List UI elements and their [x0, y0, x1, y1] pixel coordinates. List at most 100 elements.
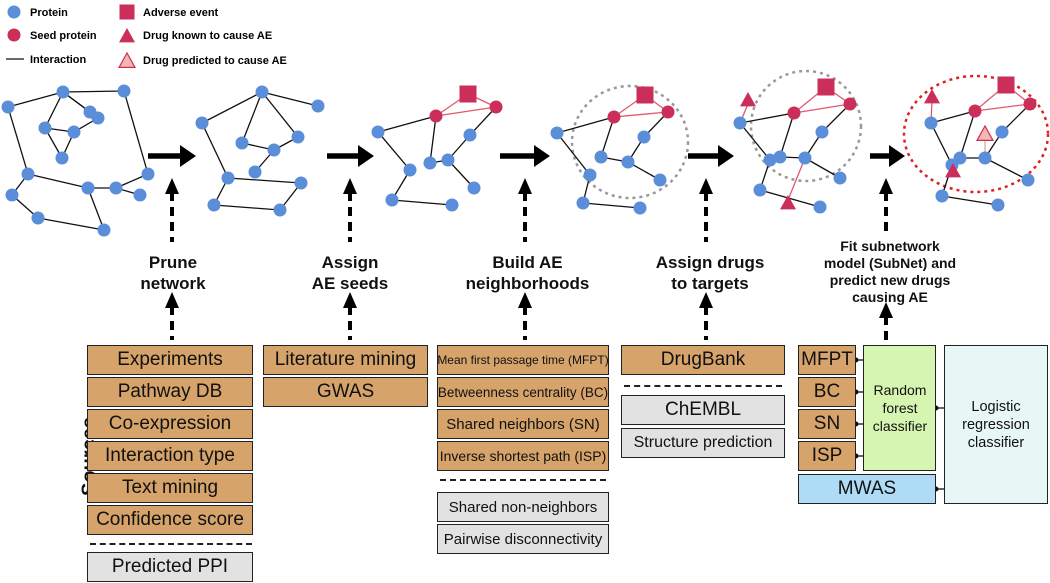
net4-edge — [582, 202, 641, 209]
net4-edge — [600, 116, 615, 158]
source-arrow-4-head — [699, 178, 713, 194]
net5-protein-node — [733, 116, 747, 130]
net5-drug-edge — [787, 157, 806, 201]
net6-edge — [959, 110, 976, 159]
net3-edge — [377, 115, 437, 133]
net3-protein-node — [385, 193, 399, 207]
legend-interaction-label: Interaction — [30, 54, 87, 66]
net5-edge — [759, 189, 821, 208]
net2-edge — [227, 177, 302, 184]
step-arrow-4-head — [718, 145, 734, 167]
source-literature-mining: Literature mining — [263, 345, 428, 375]
net1-protein-node — [5, 188, 19, 202]
step-arrow-1-head — [180, 145, 196, 167]
net5-known-drug-node — [780, 195, 796, 210]
net6-adverse-event-node — [997, 76, 1015, 94]
source-arrow-1-head — [165, 178, 179, 194]
net2-protein-node — [291, 130, 305, 144]
net2-protein-node — [267, 143, 281, 157]
net3-seed-edge — [435, 106, 497, 117]
net3-protein-node — [403, 163, 417, 177]
legend-seed-icon — [7, 28, 21, 42]
net1-edge — [87, 187, 105, 231]
net6-predicted-ring — [902, 74, 1050, 194]
net3-seed-node — [429, 109, 443, 123]
net1-protein-node — [97, 223, 111, 237]
net1-edge — [62, 90, 125, 93]
metric-isp: Inverse shortest path (ISP) — [437, 441, 609, 471]
net2-edge — [261, 91, 319, 107]
feature-mfpt: MFPT — [798, 345, 856, 375]
logistic-label: Logistic regression classifier — [962, 399, 1030, 451]
legend-drug-known-icon — [119, 28, 135, 43]
source-arrow-2-head — [343, 178, 357, 194]
step-assign-seeds-label: Assign AE seeds — [311, 253, 389, 293]
net5-edge — [739, 122, 771, 161]
metric-pairwise-disconnectivity: Pairwise disconnectivity — [437, 524, 609, 554]
source-predicted-ppi: Predicted PPI — [87, 552, 253, 582]
legend-drug-predicted-label: Drug predicted to cause AE — [143, 55, 287, 67]
net6-predicted-drug-node — [975, 124, 995, 141]
net2-protein-node — [311, 99, 325, 113]
source-arrow-4b-head — [699, 292, 713, 308]
net2-protein-node — [273, 203, 287, 217]
step-arrow-2-head — [358, 145, 374, 167]
source-chembl: ChEMBL — [621, 395, 785, 425]
net2-protein-node — [248, 165, 262, 179]
net1-protein-node — [55, 151, 69, 165]
net4-protein-node — [594, 150, 608, 164]
net5-edge — [779, 112, 795, 158]
net1-edge — [7, 106, 29, 175]
net5-seed-node — [843, 97, 857, 111]
source-co-expression: Co-expression — [87, 409, 253, 439]
feature-bc: BC — [798, 377, 856, 407]
net3-seed-node — [489, 100, 503, 114]
net5-neighborhood-ring — [749, 69, 863, 183]
net2-edge — [241, 91, 263, 144]
net2-edge — [201, 91, 263, 124]
net1-edge — [44, 91, 64, 129]
net6-protein-node — [924, 116, 938, 130]
source-gwas: GWAS — [263, 377, 428, 407]
net3-edge — [429, 115, 437, 164]
source-confidence-score: Confidence score — [87, 505, 253, 535]
net6-protein-node — [991, 198, 1005, 212]
net4-adverse-event-node — [636, 86, 654, 104]
net6-seed-node — [1023, 97, 1037, 111]
net6-edge — [1001, 103, 1031, 133]
feature-isp: ISP — [798, 441, 856, 471]
net5-known-drug-node — [740, 92, 756, 107]
net1-protein-node — [81, 181, 95, 195]
net3-protein-node — [467, 181, 481, 195]
net4-seed-node — [661, 105, 675, 119]
net4-edge — [556, 116, 615, 134]
net1-protein-node — [56, 85, 70, 99]
net3-edge — [391, 199, 453, 206]
net4-protein-node — [653, 173, 667, 187]
net6-seed-edge — [974, 103, 1031, 112]
net6-edge — [984, 157, 1029, 181]
net3-adverse-event-node — [459, 85, 477, 103]
step-arrow-3-head — [534, 145, 550, 167]
source-arrow-1b-head — [165, 292, 179, 308]
source-text-mining: Text mining — [87, 473, 253, 503]
logistic-box — [944, 345, 1048, 504]
net2-protein-node — [294, 176, 308, 190]
net1-edge — [123, 90, 149, 175]
random-forest-box — [863, 345, 936, 471]
net5-protein-node — [833, 171, 847, 185]
metric-sn: Shared neighbors (SN) — [437, 409, 609, 439]
net6-known-drug-node — [924, 89, 940, 104]
net4-seed-node — [607, 110, 621, 124]
net5-edge — [739, 112, 795, 124]
net2-protein-node — [195, 116, 209, 130]
net4-protein-node — [576, 196, 590, 210]
net5-protein-node — [753, 183, 767, 197]
metrics-divider — [440, 479, 606, 481]
net5-protein-node — [815, 125, 829, 139]
net1-protein-node — [117, 84, 131, 98]
net2-protein-node — [255, 85, 269, 99]
net1-protein-node — [1, 100, 15, 114]
drug-divider — [624, 385, 782, 387]
step-fit-label: Fit subnetwork model (SubNet) and predic… — [823, 238, 957, 305]
